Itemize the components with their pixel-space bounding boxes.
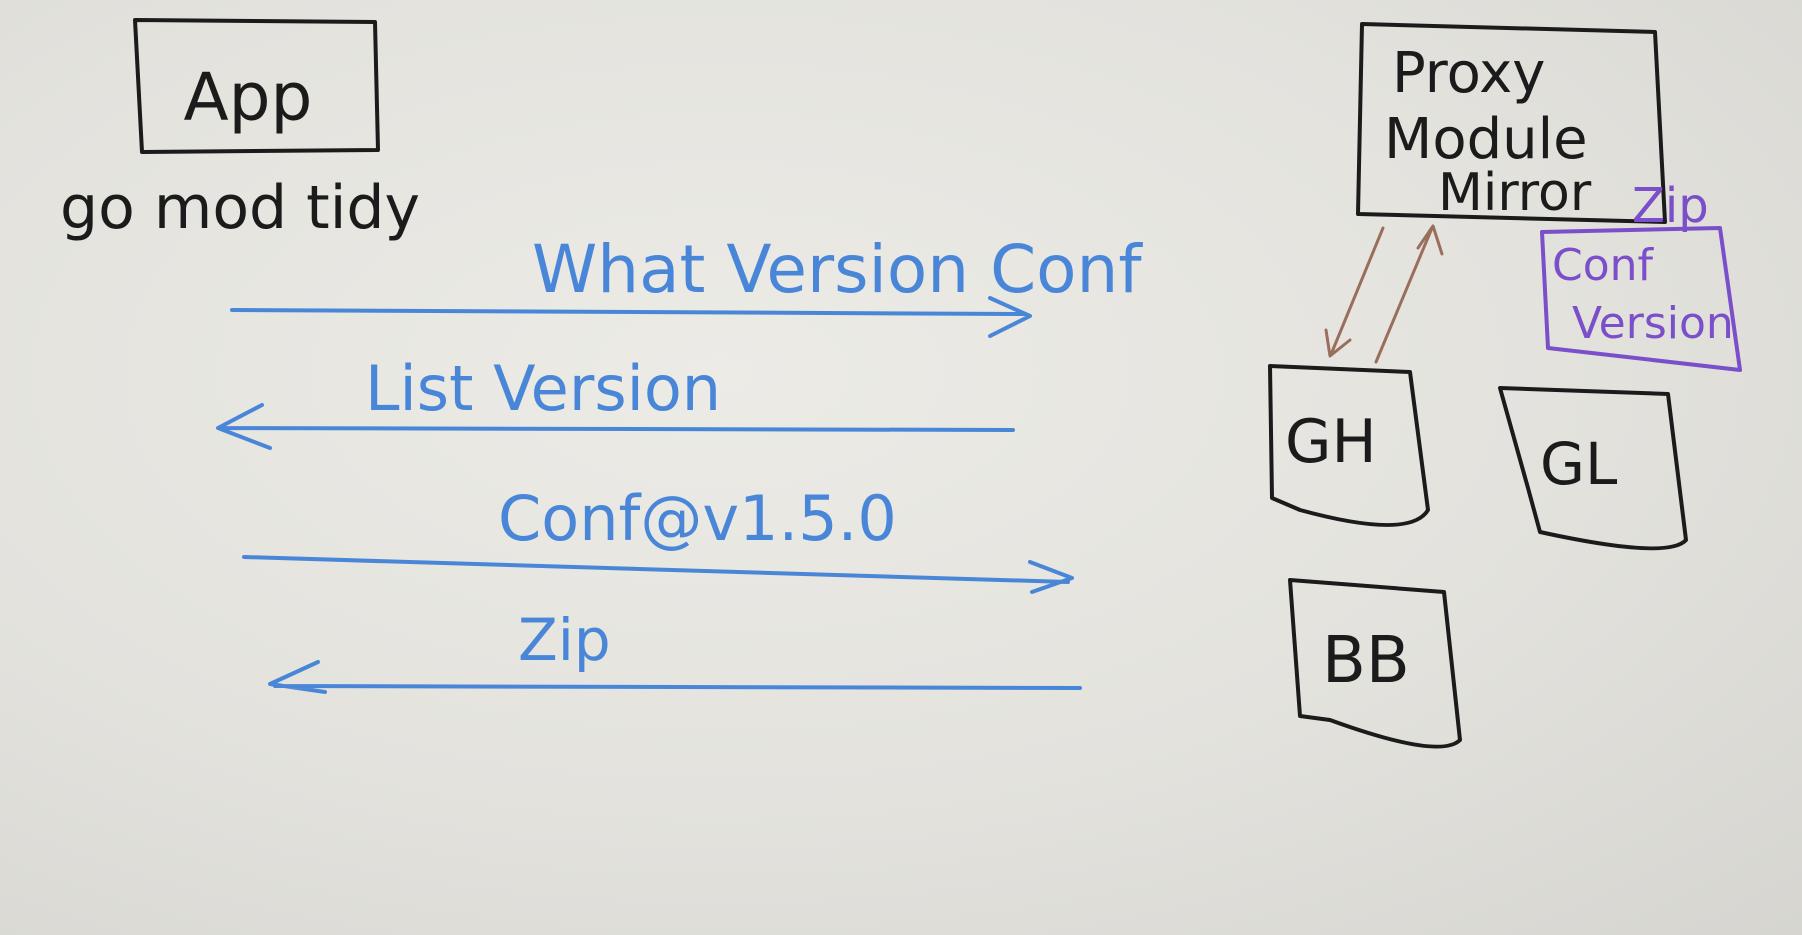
message-zip: Zip xyxy=(268,606,1082,694)
arrow-left-2 xyxy=(216,403,1015,450)
cache-label-conf: Conf xyxy=(1552,240,1655,291)
gh-label: GH xyxy=(1285,407,1377,477)
cache-label-version: Version xyxy=(1572,298,1734,349)
message-label-list-version: List Version xyxy=(365,352,721,425)
proxy-label-line2: Module xyxy=(1384,107,1588,172)
source-bb: BB xyxy=(1288,578,1462,749)
arrow-left-4 xyxy=(268,660,1082,694)
gl-box xyxy=(1498,386,1688,551)
gl-label: GL xyxy=(1540,430,1617,498)
proxy-label-line1: Proxy xyxy=(1392,41,1545,106)
proxy-zip-note: Zip xyxy=(1632,178,1709,234)
message-conf-version: Conf@v1.5.0 xyxy=(242,482,1074,594)
arrow-proxy-to-gh xyxy=(1324,226,1385,358)
message-list-version: List Version xyxy=(216,352,1015,450)
bb-box xyxy=(1288,578,1462,749)
arrow-right-1 xyxy=(230,296,1032,338)
message-label-what-version: What Version Conf xyxy=(532,231,1143,308)
app-label: App xyxy=(184,59,313,136)
message-what-version: What Version Conf xyxy=(230,231,1143,338)
bb-label: BB xyxy=(1322,624,1410,698)
proxy-label-line3: Mirror xyxy=(1438,163,1592,223)
message-label-conf-version: Conf@v1.5.0 xyxy=(498,482,897,555)
source-gh: GH xyxy=(1268,364,1430,527)
proxy-node: Proxy Module Mirror Zip xyxy=(1356,22,1709,234)
arrow-right-3 xyxy=(242,555,1074,594)
source-gl: GL xyxy=(1498,386,1688,551)
app-node: App xyxy=(133,18,380,154)
proxy-gh-arrows xyxy=(1324,224,1444,364)
app-box xyxy=(133,18,380,154)
cache-box xyxy=(1540,226,1742,372)
message-label-zip: Zip xyxy=(518,606,611,674)
arrow-gh-to-proxy xyxy=(1374,224,1444,364)
proxy-box xyxy=(1356,22,1667,224)
cache-node: Conf Version xyxy=(1540,226,1742,372)
gh-box xyxy=(1268,364,1430,527)
go-mod-tidy-command: go mod tidy xyxy=(60,173,420,243)
